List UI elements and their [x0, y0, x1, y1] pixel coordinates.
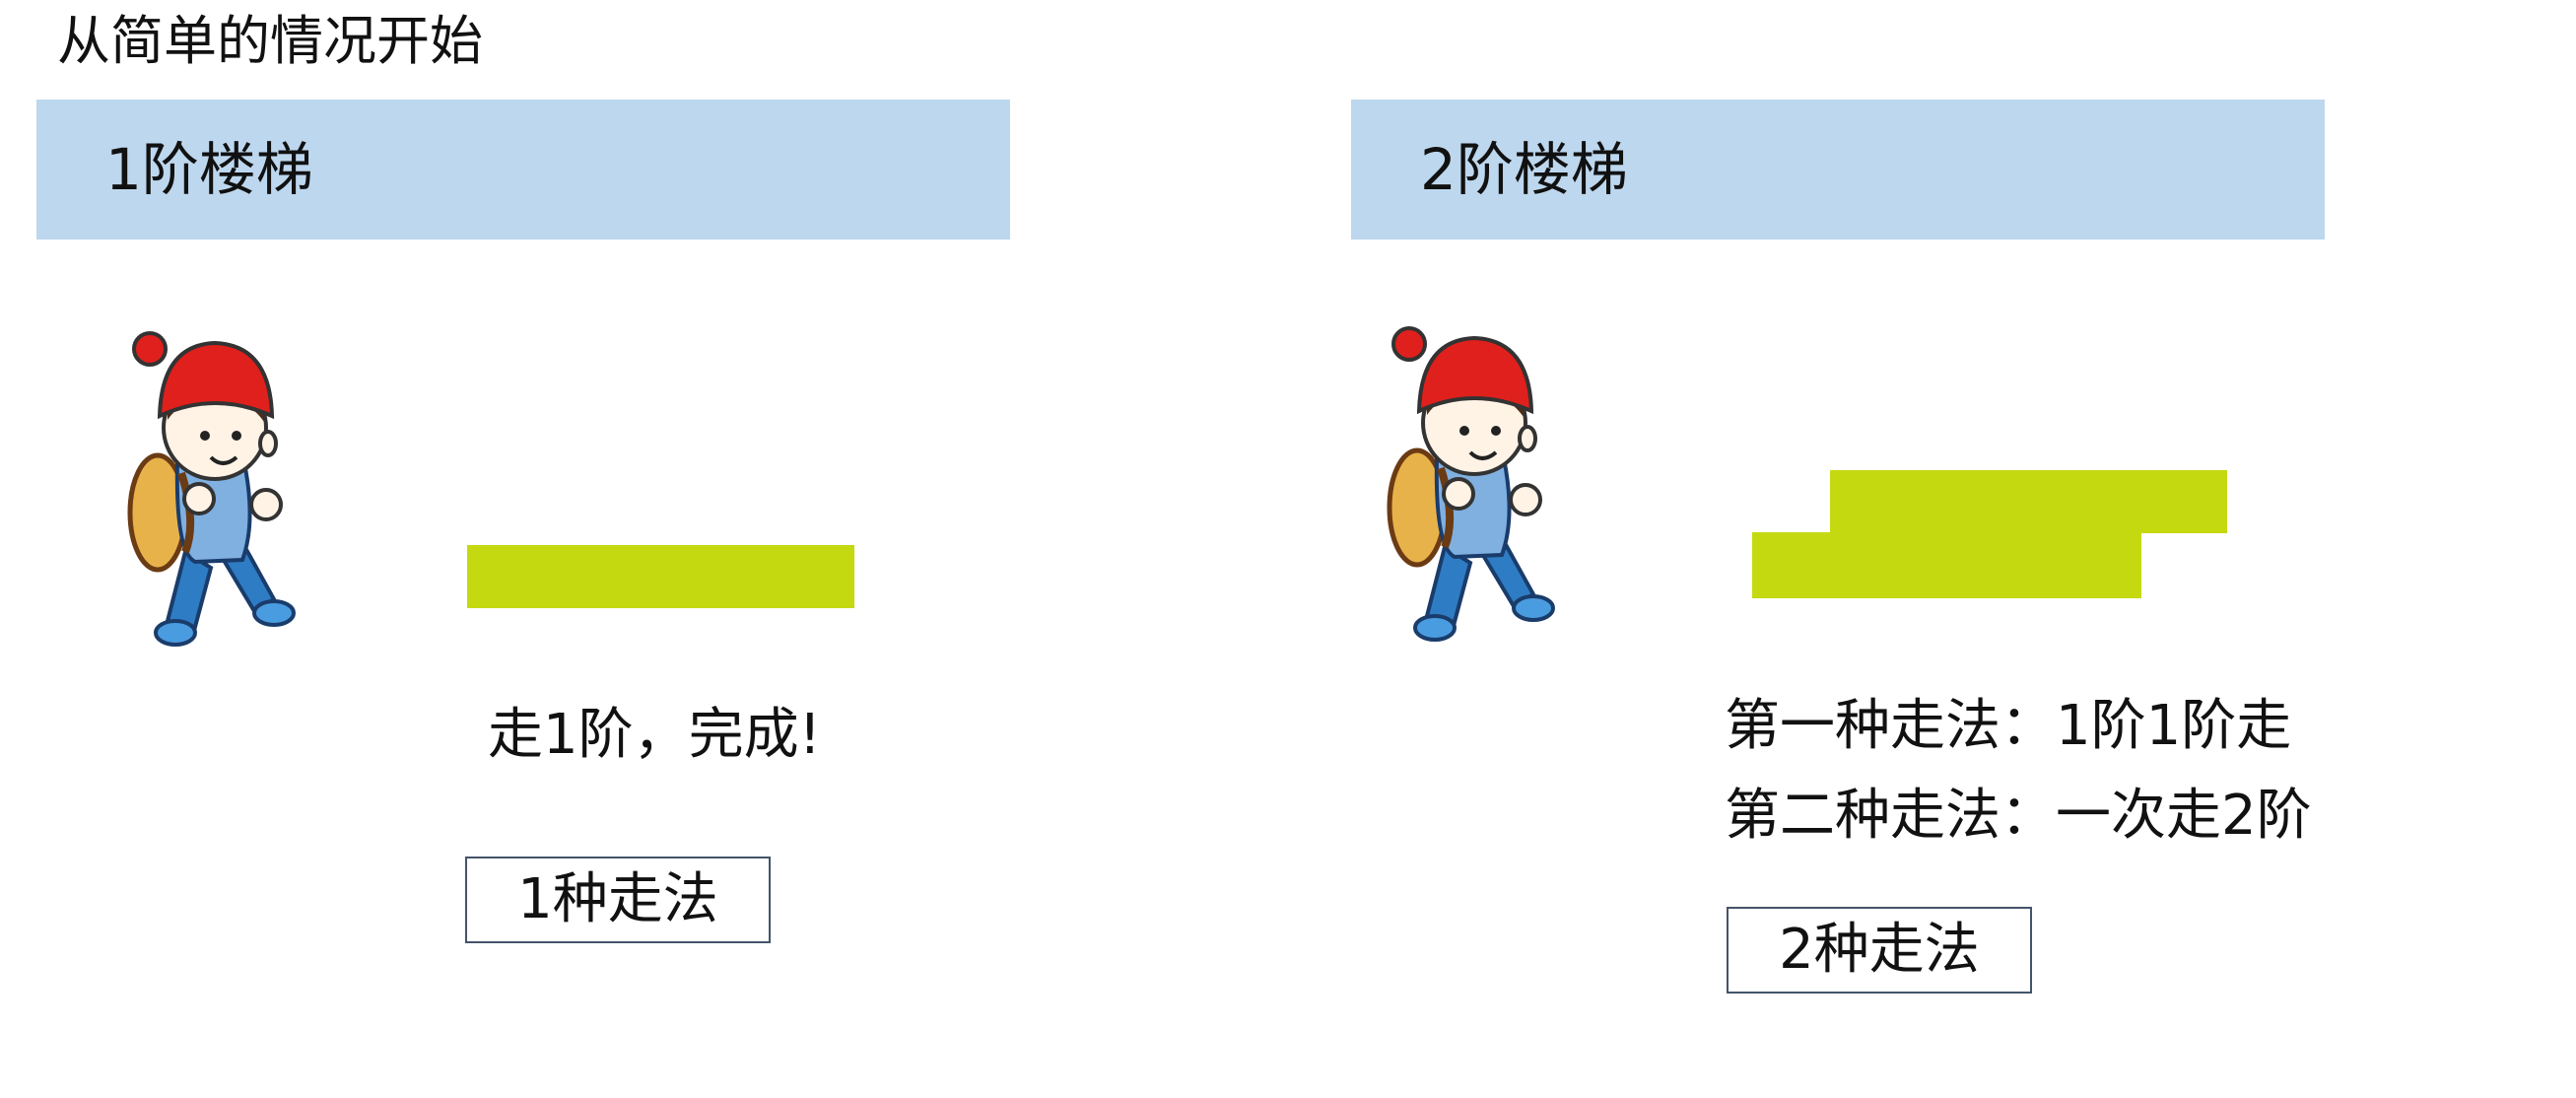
panel-2-caption-2: 第二种走法：一次走2阶 [1725, 784, 2312, 848]
stair-step-2-lower [1752, 532, 2141, 598]
panel-2-caption-1: 第一种走法：1阶1阶走 [1725, 694, 2292, 758]
panel-1-caption: 走1阶，完成! [488, 703, 822, 767]
stair-step-1 [467, 545, 854, 608]
panel-1-result-box: 1种走法 [465, 857, 771, 943]
panel-1-header: 1阶楼梯 [36, 100, 1010, 240]
panel-1-header-label: 1阶楼梯 [105, 136, 313, 203]
page-title: 从简单的情况开始 [57, 10, 483, 72]
hiking-kid-icon [116, 325, 304, 660]
hiking-kid-icon [1376, 320, 1563, 655]
panel-2-header-label: 2阶楼梯 [1420, 136, 1628, 203]
stair-step-2-upper [1830, 470, 2227, 533]
panel-2-result-box: 2种走法 [1727, 907, 2032, 994]
panel-2-header: 2阶楼梯 [1351, 100, 2325, 240]
